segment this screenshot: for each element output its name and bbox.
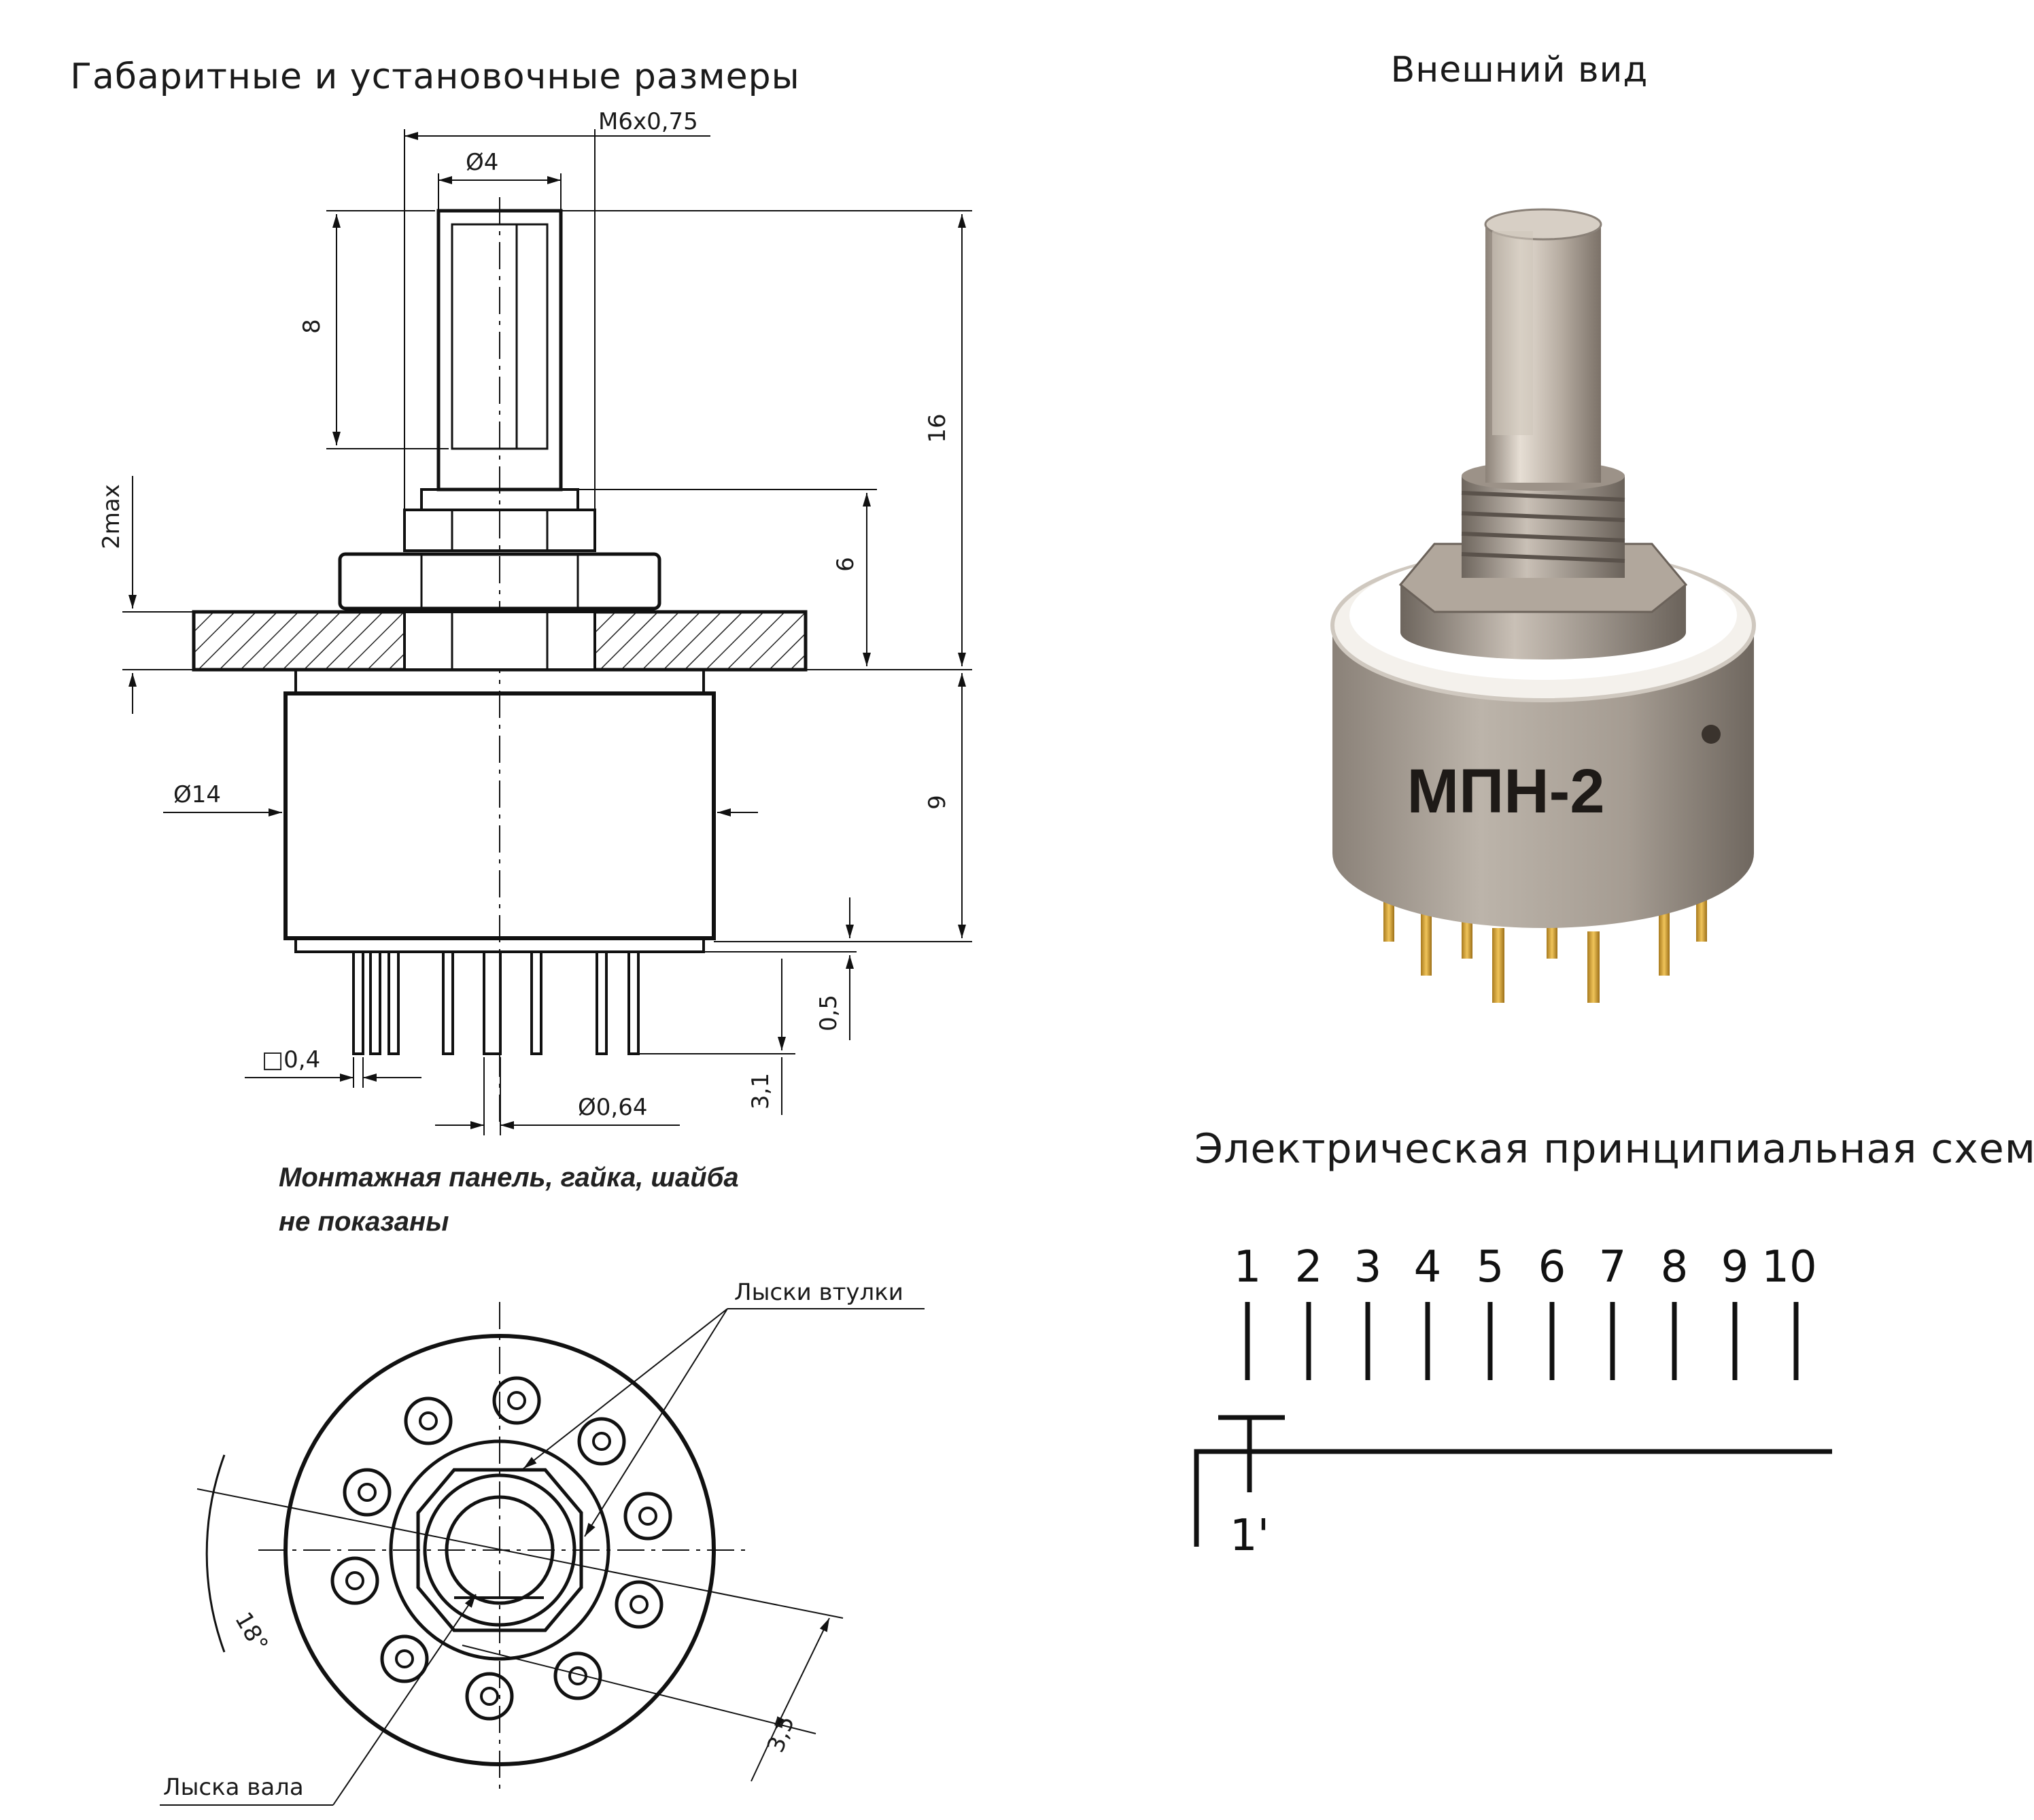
contact-label-2: 2 (1295, 1242, 1323, 1292)
contact-label-8: 8 (1661, 1242, 1689, 1292)
common-bus (1194, 1415, 1832, 1547)
contact-label-7: 7 (1599, 1242, 1627, 1292)
contact-label-9: 9 (1721, 1242, 1749, 1292)
dim-pin-length: 3,1 (747, 1073, 774, 1110)
drawing-note-line2: не показаны (279, 1207, 449, 1237)
dim-max-height: 2max (98, 484, 125, 549)
side-view-drawing: M6x0,75 Ø4 8 16 6 2max Ø14 9 (98, 108, 972, 1237)
photo-title: Внешний вид (1391, 50, 1649, 90)
shaft-flat (451, 223, 549, 450)
shaft-end (445, 1495, 555, 1605)
nut (338, 552, 661, 611)
dim-flat-distance: 3,5 (762, 1713, 800, 1756)
contact-label-1: 1 (1234, 1242, 1262, 1292)
bushing-hex (416, 1468, 583, 1632)
inner-ring (389, 1439, 610, 1661)
dim-bushing-height: 6 (832, 557, 859, 572)
pins (352, 950, 640, 1055)
schematic: 1 2 3 4 5 6 7 8 9 10 1' (1194, 1242, 1832, 1561)
bushing (403, 509, 596, 552)
dim-body-diameter: Ø14 (173, 781, 221, 808)
dim-shaft-diameter: Ø4 (466, 149, 498, 176)
contact-label-6: 6 (1538, 1242, 1566, 1292)
schematic-title: Электрическая принципиальная схема (1194, 1125, 2034, 1173)
contact-label-4: 4 (1414, 1242, 1442, 1292)
contact-label-5: 5 (1477, 1242, 1504, 1292)
dim-body-height: 9 (924, 795, 951, 810)
drawing-title: Габаритные и установочные размеры (70, 56, 799, 97)
dim-pin-square: □0,4 (262, 1046, 320, 1074)
dim-thread: M6x0,75 (598, 108, 698, 135)
outer-ring (283, 1334, 716, 1766)
bottom-view-drawing: 18° 3,5 Лыски втулки Лыска вала (160, 1279, 925, 1806)
product-label: МПН-2 (1407, 757, 1604, 826)
dim-pin-diameter: Ø0,64 (578, 1094, 647, 1121)
drawing-note-line1: Монтажная панель, гайка, шайба (279, 1163, 739, 1192)
contact-label-10: 10 (1761, 1242, 1816, 1292)
contact-lines (1245, 1302, 1799, 1380)
product-photo: МПН-2 (1330, 208, 1756, 1003)
dim-flat-length: 8 (298, 319, 326, 334)
common-contact-label: 1' (1230, 1511, 1269, 1561)
callout-bushing-flats: Лыски втулки (734, 1279, 903, 1306)
callout-shaft-flat: Лыска вала (163, 1774, 304, 1801)
pin-holes (330, 1376, 672, 1721)
dim-pin-offset: 0,5 (815, 995, 842, 1031)
contact-label-3: 3 (1354, 1242, 1382, 1292)
contact-numbers: 1 2 3 4 5 6 7 8 9 10 (1234, 1242, 1817, 1292)
dim-angle: 18° (229, 1608, 273, 1657)
dim-total-height: 16 (924, 413, 951, 443)
